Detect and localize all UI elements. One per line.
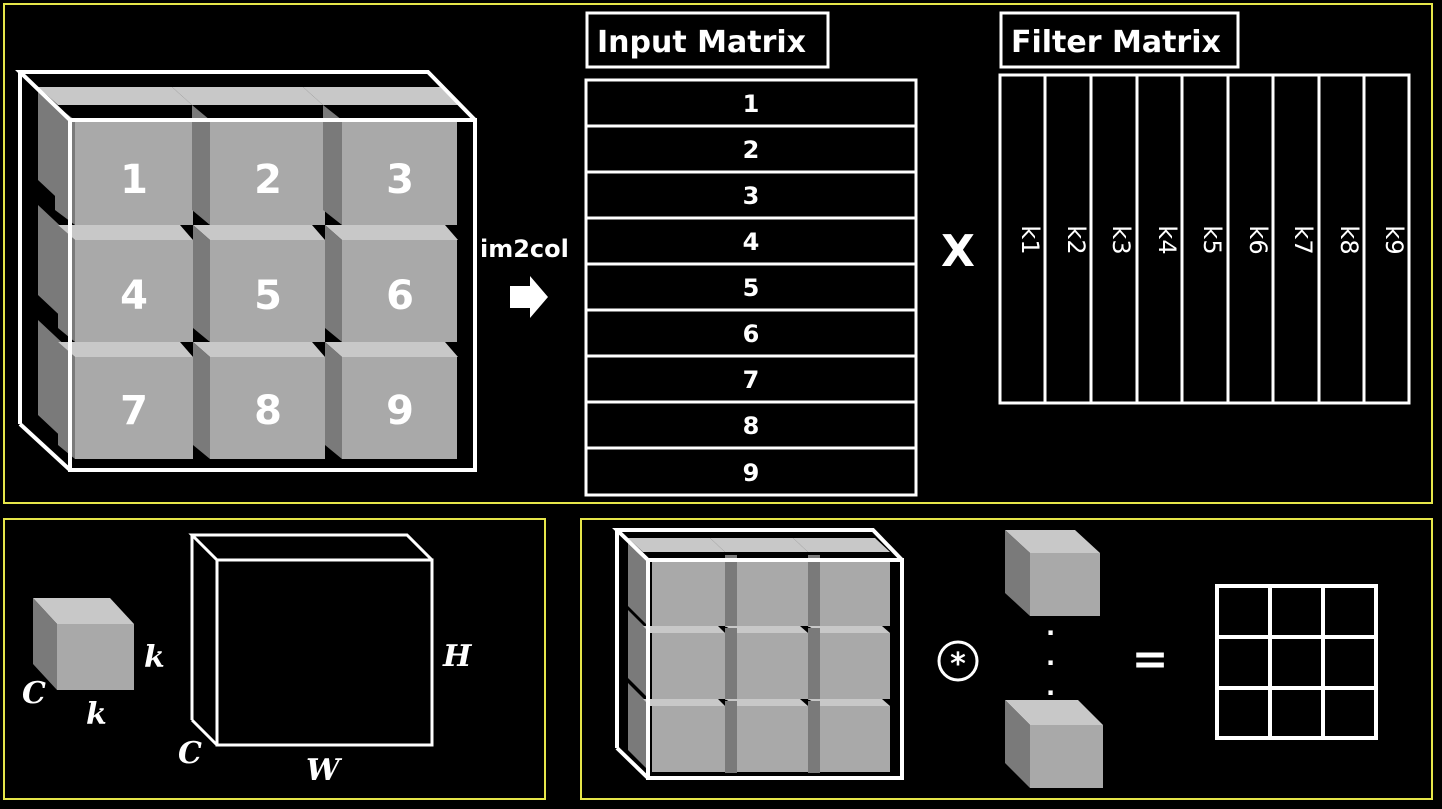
cube-7 xyxy=(58,342,193,459)
cube-label-6: 6 xyxy=(386,273,414,319)
cube-label-7: 7 xyxy=(120,388,148,434)
output-grid xyxy=(1215,584,1378,740)
input-h-label: H xyxy=(442,639,473,674)
cube-label-4: 4 xyxy=(120,273,148,319)
filter-dot-1: . xyxy=(1046,613,1055,641)
small-input-wireframe xyxy=(612,528,904,780)
cube-3 xyxy=(303,87,458,225)
filter-dot-3: . xyxy=(1046,673,1055,701)
cube-label-1: 1 xyxy=(120,157,148,203)
cube-6 xyxy=(325,225,458,342)
cube-label-3: 3 xyxy=(386,157,414,203)
filter-matrix-title: Filter Matrix xyxy=(1011,25,1221,60)
kernel-c-label: C xyxy=(22,676,46,711)
input-w-label: W xyxy=(306,753,343,788)
kernel-k-side-label: k xyxy=(144,640,165,675)
input-row-5: 5 xyxy=(743,274,760,302)
cube-5 xyxy=(193,225,325,342)
filter-col-k5: k5 xyxy=(1198,225,1226,254)
filter-col-k2: k2 xyxy=(1062,225,1090,254)
im2col-label: im2col xyxy=(480,235,569,263)
input-row-3: 3 xyxy=(743,182,760,210)
input-volume-outline xyxy=(188,533,434,747)
bottom-right-panel xyxy=(580,518,1433,800)
cube-1 xyxy=(38,87,193,225)
filter-dot-2: . xyxy=(1046,643,1055,671)
filter-cube-bottom xyxy=(1005,700,1103,788)
kernel-cube xyxy=(33,598,134,690)
cube-9 xyxy=(325,342,458,459)
input-row-9: 9 xyxy=(743,459,760,487)
top-panel xyxy=(3,3,1433,504)
filter-col-k8: k8 xyxy=(1335,225,1363,254)
input-row-8: 8 xyxy=(743,412,760,440)
cube-label-8: 8 xyxy=(254,388,282,434)
input-matrix-title-box xyxy=(585,11,830,69)
small-input-cubes xyxy=(628,538,890,773)
bottom-left-panel xyxy=(3,518,546,800)
input-volume-cubes: 1 2 3 4 5 6 7 8 9 xyxy=(38,87,458,459)
multiply-symbol: X xyxy=(941,226,975,277)
input-volume-wireframe xyxy=(15,70,477,472)
cube-label-9: 9 xyxy=(386,388,414,434)
input-row-4: 4 xyxy=(743,228,760,256)
input-matrix-title: Input Matrix xyxy=(597,25,806,60)
convolution-asterisk-icon: * xyxy=(937,640,979,682)
filter-matrix-title-box xyxy=(999,11,1240,69)
cube-2 xyxy=(172,87,325,225)
input-row-6: 6 xyxy=(743,320,760,348)
filter-col-k3: k3 xyxy=(1107,225,1135,254)
filter-col-k4: k4 xyxy=(1153,225,1181,254)
input-matrix: 1 2 3 4 5 6 7 8 9 xyxy=(584,78,918,497)
filter-col-k1: k1 xyxy=(1016,225,1044,254)
equals-symbol: = xyxy=(1132,634,1169,685)
input-row-1: 1 xyxy=(743,90,760,118)
filter-col-k9: k9 xyxy=(1380,225,1408,254)
right-arrow-icon xyxy=(510,276,548,318)
filter-col-k7: k7 xyxy=(1289,225,1317,254)
filter-cube-top xyxy=(1005,530,1100,616)
cube-label-5: 5 xyxy=(254,273,282,319)
cube-8 xyxy=(193,342,325,459)
input-row-2: 2 xyxy=(743,136,760,164)
filter-matrix: k1 k2 k3 k4 k5 k6 k7 k8 k9 xyxy=(998,73,1411,405)
svg-text:*: * xyxy=(950,647,966,682)
kernel-k-bottom-label: k xyxy=(86,697,107,732)
cube-label-2: 2 xyxy=(254,157,282,203)
filter-col-k6: k6 xyxy=(1244,225,1272,254)
input-c-label: C xyxy=(178,736,202,771)
input-row-7: 7 xyxy=(743,366,760,394)
